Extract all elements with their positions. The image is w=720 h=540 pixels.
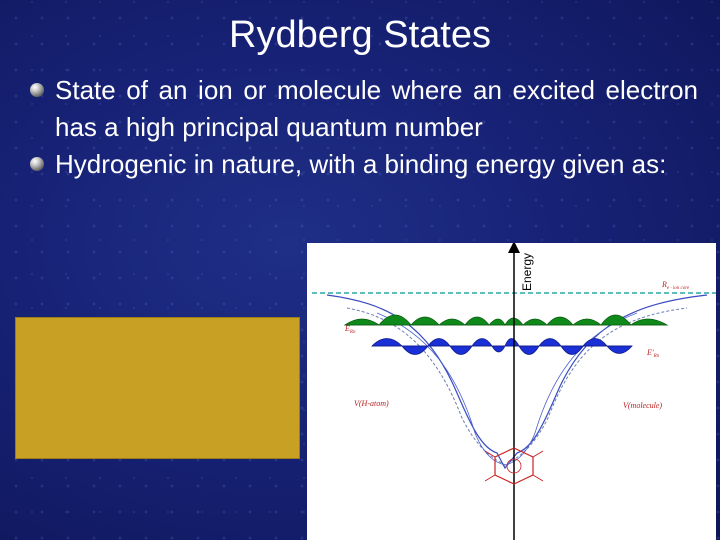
bullet-item: Hydrogenic in nature, with a binding ene… bbox=[30, 146, 698, 183]
green-wavefunction bbox=[343, 314, 669, 326]
ion-core-hexagon bbox=[484, 447, 544, 485]
energy-axis-label: Energy bbox=[520, 253, 534, 291]
e-rn-label: ERn bbox=[344, 324, 356, 335]
v-atom-label: V(H-atom) bbox=[354, 399, 389, 408]
bullet-text: State of an ion or molecule where an exc… bbox=[55, 75, 698, 142]
bullet-text: Hydrogenic in nature, with a binding ene… bbox=[55, 149, 667, 179]
bullet-sphere-icon bbox=[30, 157, 44, 171]
e-rn-prime-label: E'Rn bbox=[646, 348, 660, 359]
bullet-item: State of an ion or molecule where an exc… bbox=[30, 72, 698, 146]
blue-wavefunction bbox=[371, 338, 633, 355]
formula-placeholder-box bbox=[15, 317, 300, 459]
v-molecule-label: V(molecule) bbox=[623, 401, 662, 410]
bullet-sphere-icon bbox=[30, 83, 44, 97]
rydberg-potential-diagram: Energy Re · ion core ERn E'Rn V(H-atom) … bbox=[307, 243, 716, 540]
ionization-label: Re · ion core bbox=[661, 280, 690, 291]
inner-potential-curve bbox=[376, 312, 638, 466]
slide-title: Rydberg States bbox=[229, 14, 491, 56]
bullet-list: State of an ion or molecule where an exc… bbox=[30, 72, 698, 183]
atom-potential-curve bbox=[346, 307, 688, 466]
